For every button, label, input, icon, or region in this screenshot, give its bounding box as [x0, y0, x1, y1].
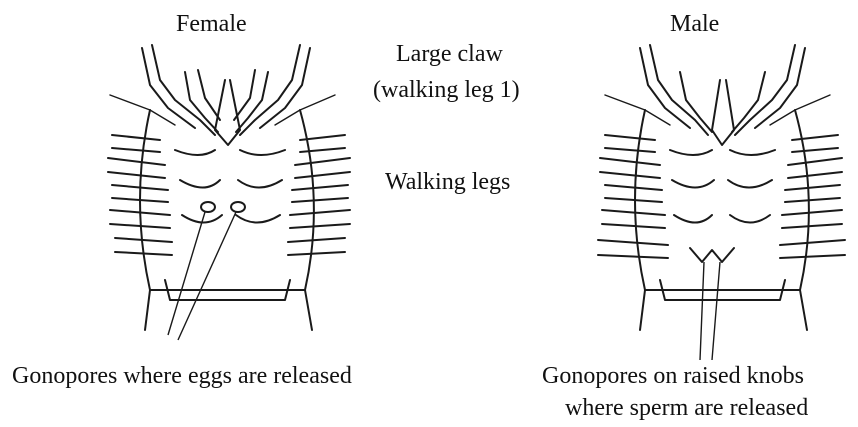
male-title: Male — [670, 10, 719, 38]
male-large-claw — [605, 45, 830, 145]
female-crayfish-drawing — [108, 45, 350, 340]
female-large-claw — [110, 45, 335, 145]
male-gonopores-sublabel: where sperm are released — [565, 394, 808, 422]
male-crayfish-drawing — [598, 45, 845, 360]
female-gonopore-pointer — [168, 212, 236, 340]
female-gonopores-label: Gonopores where eggs are released — [12, 362, 352, 390]
large-claw-label: Large claw — [396, 40, 503, 68]
walking-legs-label: Walking legs — [385, 168, 510, 196]
female-gonopore-left — [201, 202, 215, 212]
female-gonopore-right — [231, 202, 245, 212]
large-claw-sublabel: (walking leg 1) — [373, 76, 520, 104]
female-title: Female — [176, 10, 247, 38]
male-gonopores-label: Gonopores on raised knobs — [542, 362, 804, 390]
male-gonopore-pointer — [700, 262, 720, 360]
male-gonopore-knobs — [690, 248, 734, 262]
